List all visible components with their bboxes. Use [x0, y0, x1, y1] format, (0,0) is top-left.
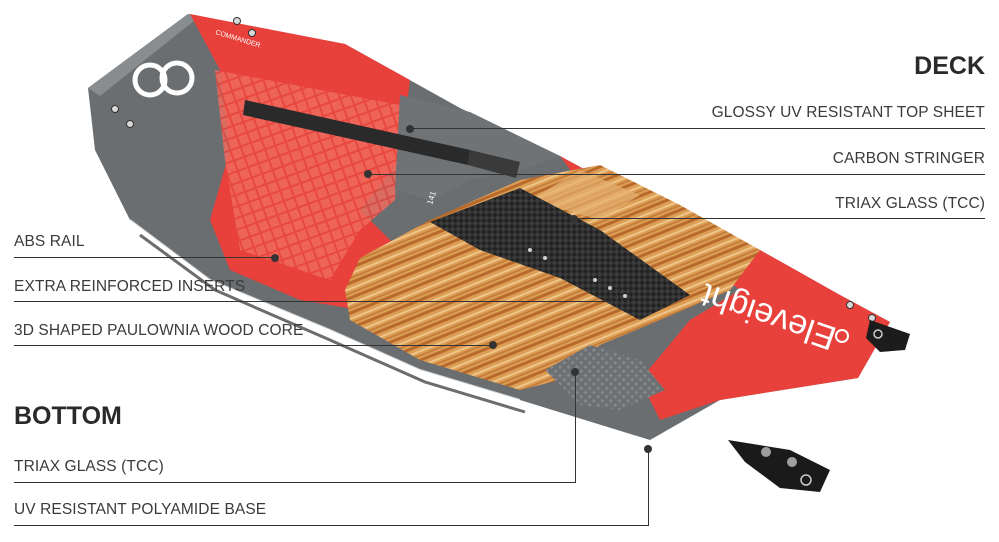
carbon-inserts-layer	[430, 188, 690, 320]
bottom-layer-leader-vertical	[575, 372, 576, 482]
carbon-stringer	[243, 100, 520, 178]
inserts	[111, 17, 876, 322]
deck-layer-label: CARBON STRINGER	[832, 150, 985, 167]
side-layer-leader	[14, 257, 275, 258]
bottom-layer-label: UV RESISTANT POLYAMIDE BASE	[14, 501, 267, 518]
side-layer-leader	[14, 301, 614, 302]
bottom-heading: BOTTOM	[14, 402, 122, 430]
side-layer-leader	[14, 345, 493, 346]
deck-layer-label: GLOSSY UV RESISTANT TOP SHEET	[711, 104, 985, 121]
brand-logo-icon	[132, 60, 849, 343]
bottom-layer-leader-vertical	[648, 449, 649, 525]
board-size-text: 141	[425, 190, 438, 206]
side-layer-label: EXTRA REINFORCED INSERTS	[14, 278, 246, 295]
rail-edge	[129, 219, 526, 414]
fin-icon	[728, 320, 910, 492]
side-layer-label: 3D SHAPED PAULOWNIA WOOD CORE	[14, 322, 304, 339]
deck-layer-label: TRIAX GLASS (TCC)	[835, 195, 985, 212]
side-layer-label: ABS RAIL	[14, 233, 85, 250]
bottom-layer-leader	[14, 482, 576, 483]
bottom-layer-leader	[14, 525, 649, 526]
deck-heading: DECK	[914, 52, 985, 80]
grey-deck-panel	[395, 95, 560, 200]
bottom-layer-label: TRIAX GLASS (TCC)	[14, 458, 164, 475]
deck-layer-leader	[410, 128, 985, 129]
deck-layer-leader	[574, 218, 985, 219]
deck-layer-leader	[368, 174, 985, 175]
